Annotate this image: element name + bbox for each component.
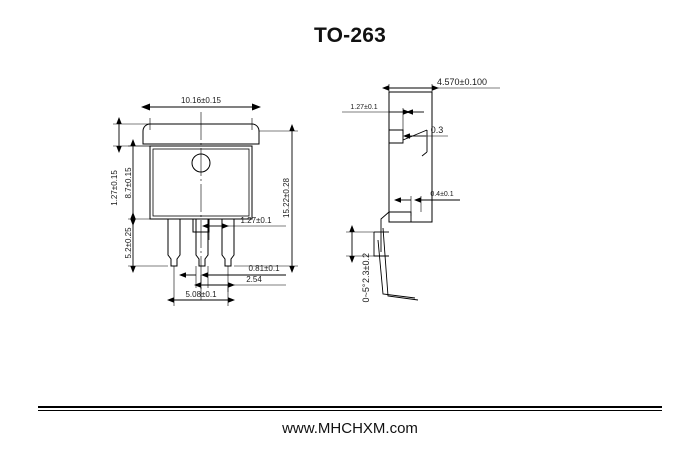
dim-label-lead-length: 5.2±0.25 [124, 227, 133, 259]
footer-website-url: www.MHCHXM.com [282, 420, 418, 437]
side-body-outline [388, 91, 433, 223]
footer-divider [38, 406, 662, 408]
dim-label-standoff: 2.3±0.2 [361, 253, 371, 283]
dim-label-thickness: 4.570±0.100 [437, 77, 487, 87]
dim-label-top-width: 10.16±0.15 [181, 96, 222, 105]
side-upper-notch [389, 129, 404, 144]
dim-label-step-depth: 1.27±0.1 [350, 104, 377, 111]
dim-label-tab-height: 1.27±0.15 [110, 170, 119, 206]
dim-label-lead-width: 0.81±0.1 [248, 264, 280, 273]
dim-label-body-height: 8.7±0.15 [124, 167, 133, 199]
footer-divider-thin [38, 410, 662, 411]
side-view: 4.570±0.100 1.27±0.1 0.3 0.4±0.1 2.3±0.2 [342, 77, 500, 302]
dim-label-lead-angle: 0~5° [361, 283, 371, 302]
dim-label-notch: 0.3 [431, 125, 444, 135]
package-body-outline [149, 145, 253, 220]
lead-center [195, 219, 209, 267]
front-view: 10.16±0.15 1.27±0.15 8.7±0.15 5.2±0.25 1… [110, 96, 298, 306]
dim-label-overall-height: 15.22±0.28 [282, 177, 291, 218]
side-molding-step [421, 151, 428, 157]
side-lower-step [389, 211, 430, 223]
dim-label-lead-thickness: 0.4±0.1 [430, 191, 453, 198]
side-lead-foot-upper [377, 239, 416, 299]
side-molding-chamfer [402, 129, 428, 141]
side-lead-heel [373, 232, 389, 257]
dim-label-lead-span: 5.08±0.1 [185, 290, 217, 299]
page-title: TO-263 [313, 24, 386, 47]
dim-label-lead-offset: 1.27±0.1 [240, 216, 272, 225]
package-mounting-tab [142, 123, 260, 145]
lead-left [167, 219, 181, 267]
side-lead-bend [380, 211, 390, 252]
side-lead-foot-lower [382, 227, 419, 301]
dim-label-lead-pitch: 2.54 [246, 275, 262, 284]
